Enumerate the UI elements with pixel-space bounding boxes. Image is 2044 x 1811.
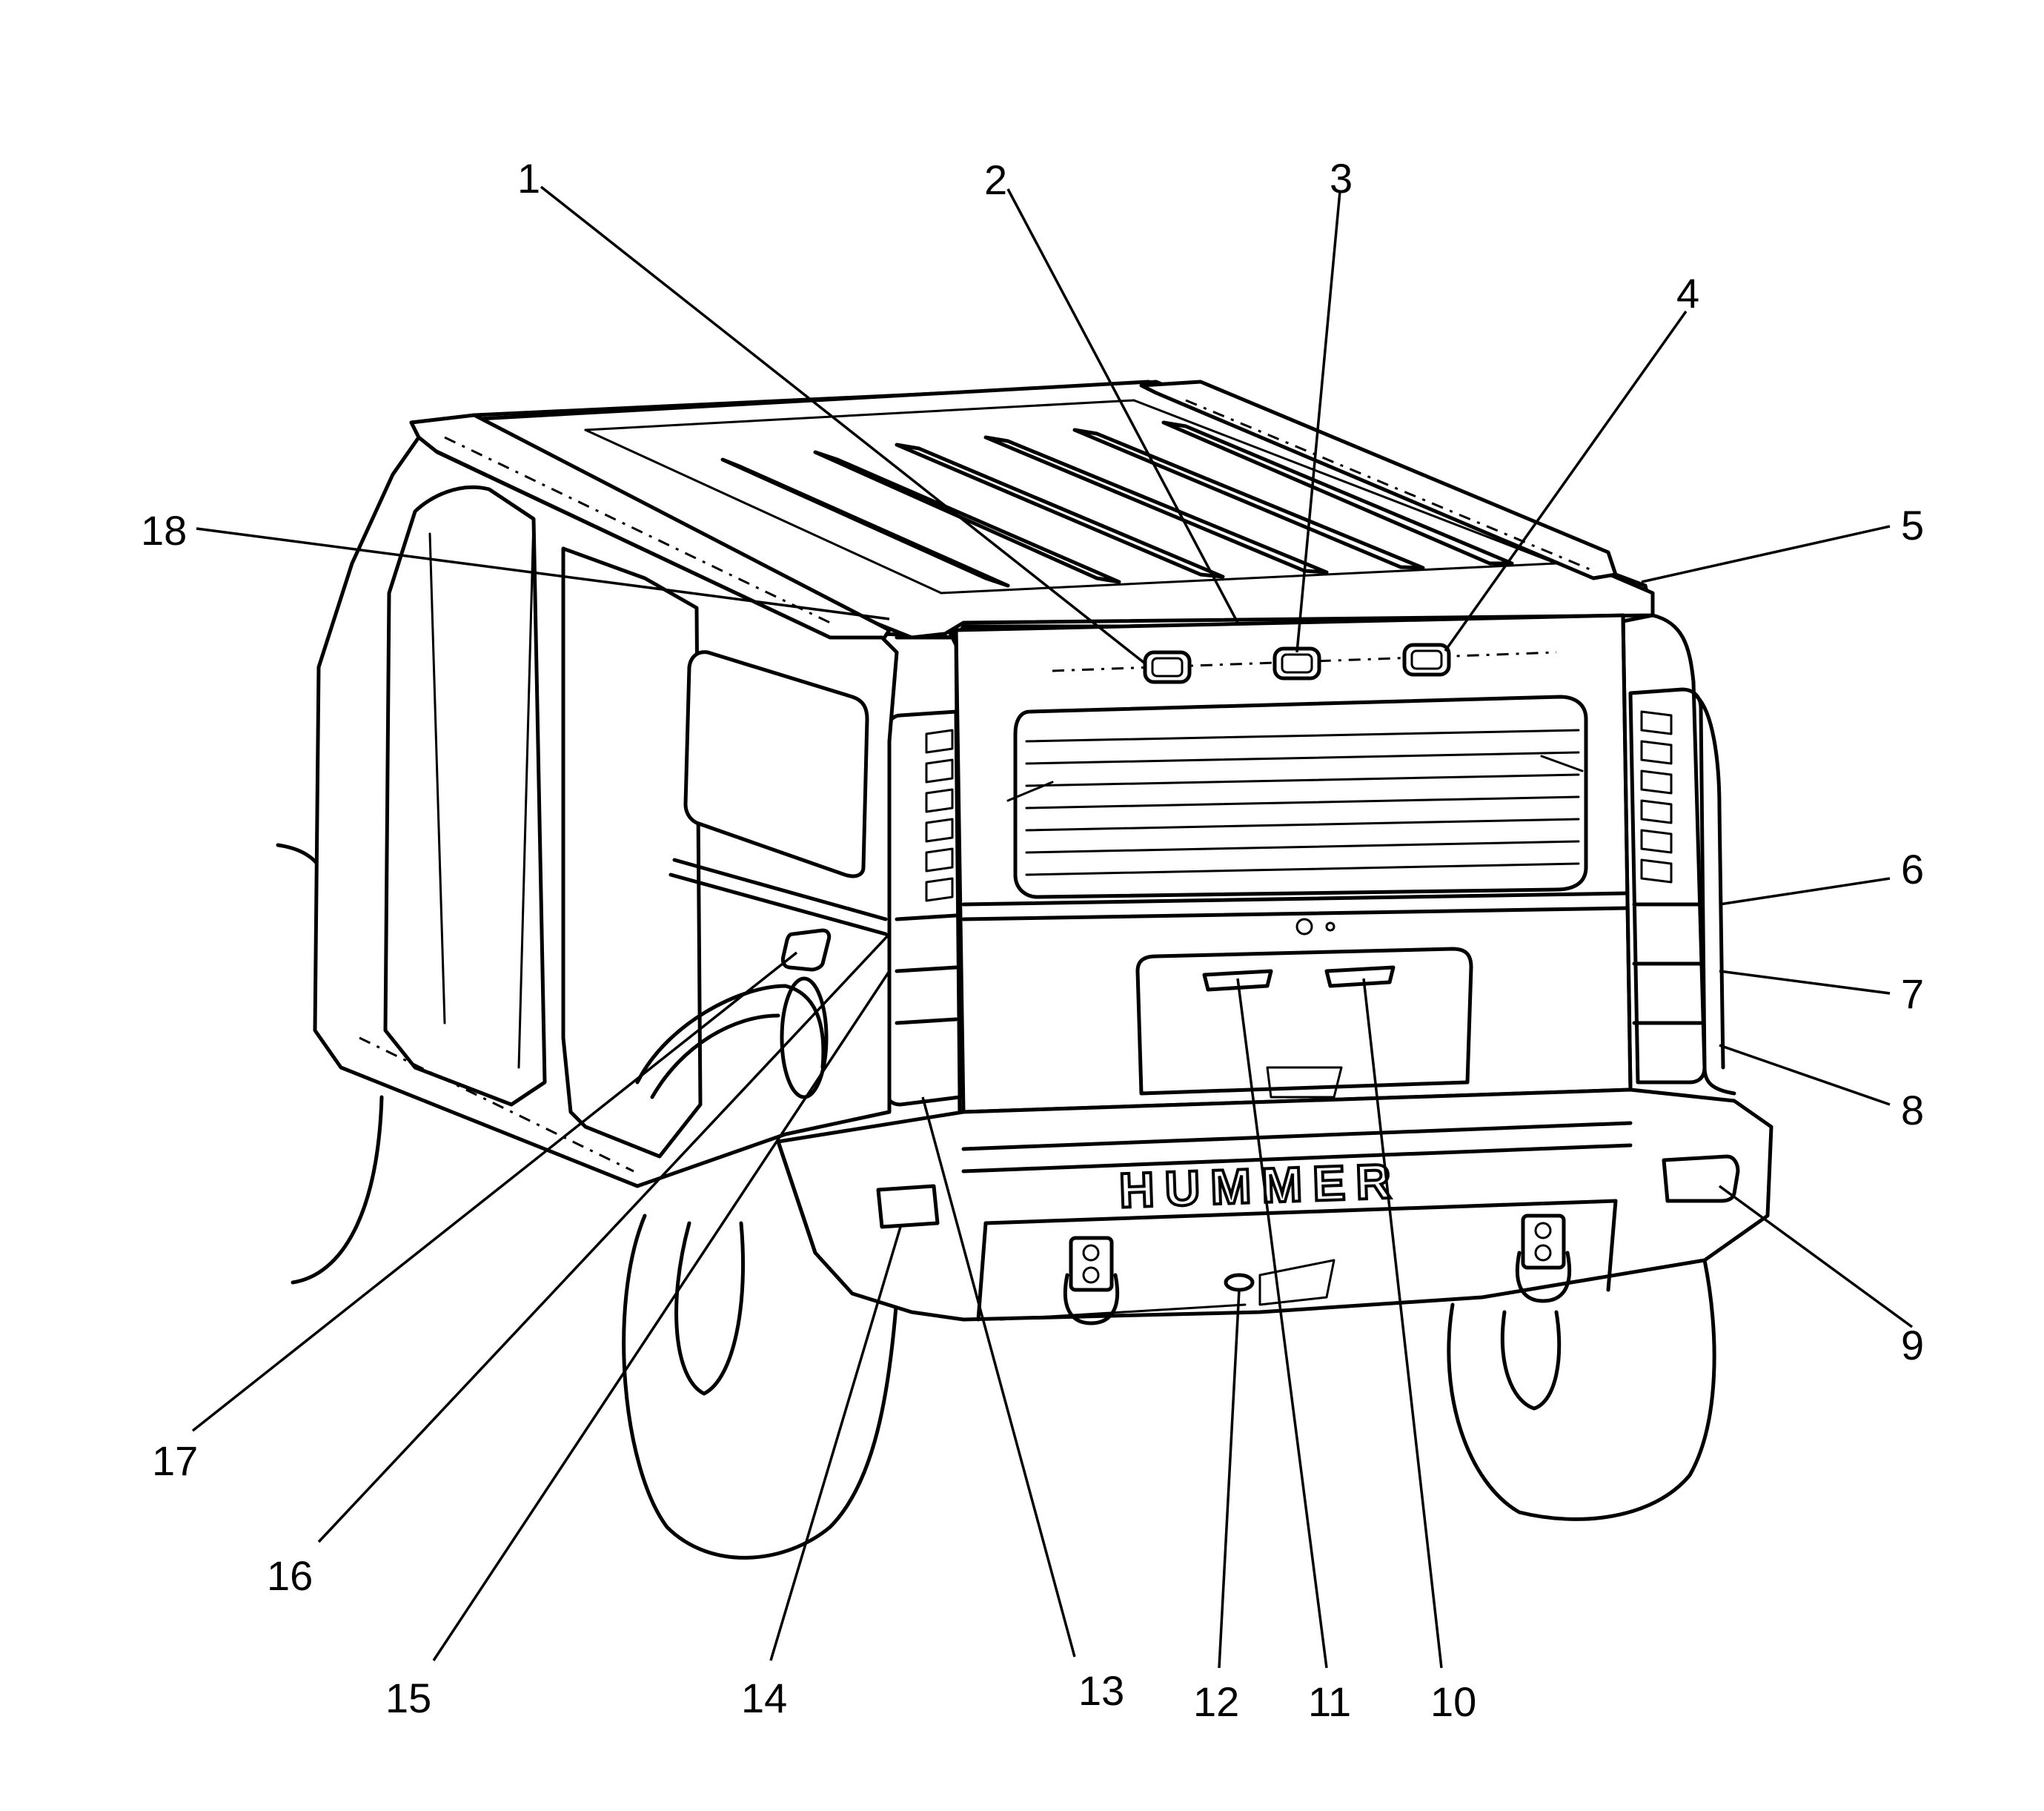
callout-15: 15 bbox=[385, 1675, 431, 1721]
callout-labels: 1 2 3 4 5 6 7 8 9 10 11 12 13 14 15 16 1… bbox=[141, 155, 1924, 1725]
callout-11: 11 bbox=[1308, 1678, 1351, 1725]
left-rear-tire bbox=[622, 1214, 899, 1560]
callout-9: 9 bbox=[1901, 1322, 1924, 1368]
left-tow-hook bbox=[1063, 1236, 1120, 1325]
callout-10: 10 bbox=[1430, 1678, 1476, 1725]
callout-17: 17 bbox=[152, 1437, 198, 1484]
license-lamp-right bbox=[1324, 965, 1396, 988]
callout-5: 5 bbox=[1901, 502, 1924, 549]
hummer-badge-text: HUMMER bbox=[1118, 1153, 1402, 1217]
left-tail-lamp bbox=[883, 709, 962, 1107]
right-tow-hook bbox=[1515, 1214, 1572, 1303]
callout-2: 2 bbox=[984, 156, 1007, 203]
callout-3: 3 bbox=[1330, 155, 1353, 202]
callout-6: 6 bbox=[1901, 846, 1924, 893]
callout-7: 7 bbox=[1901, 970, 1924, 1017]
callout-18: 18 bbox=[141, 507, 187, 554]
rear-window bbox=[1006, 695, 1588, 899]
leader-lines bbox=[191, 185, 1914, 1669]
callout-4: 4 bbox=[1676, 270, 1699, 317]
callout-1: 1 bbox=[517, 155, 540, 202]
callout-14: 14 bbox=[741, 1675, 787, 1721]
callout-16: 16 bbox=[267, 1552, 313, 1599]
callout-12: 12 bbox=[1193, 1678, 1239, 1725]
roof-panel bbox=[409, 380, 1655, 655]
callout-8: 8 bbox=[1901, 1087, 1924, 1133]
roof-marker-lamp-2 bbox=[1272, 646, 1321, 681]
roof-marker-lamp-3 bbox=[1402, 643, 1451, 677]
right-tail-lamp bbox=[1628, 687, 1707, 1085]
rear-wheel-cable bbox=[291, 1095, 384, 1285]
right-body-edge bbox=[1650, 613, 1736, 1096]
right-side-mirror-trim bbox=[1695, 695, 1725, 1070]
callout-13: 13 bbox=[1078, 1667, 1124, 1714]
roof-marker-lamp-1 bbox=[1143, 650, 1192, 684]
right-rear-tire bbox=[1447, 1258, 1716, 1521]
left-side-body bbox=[313, 435, 899, 1188]
